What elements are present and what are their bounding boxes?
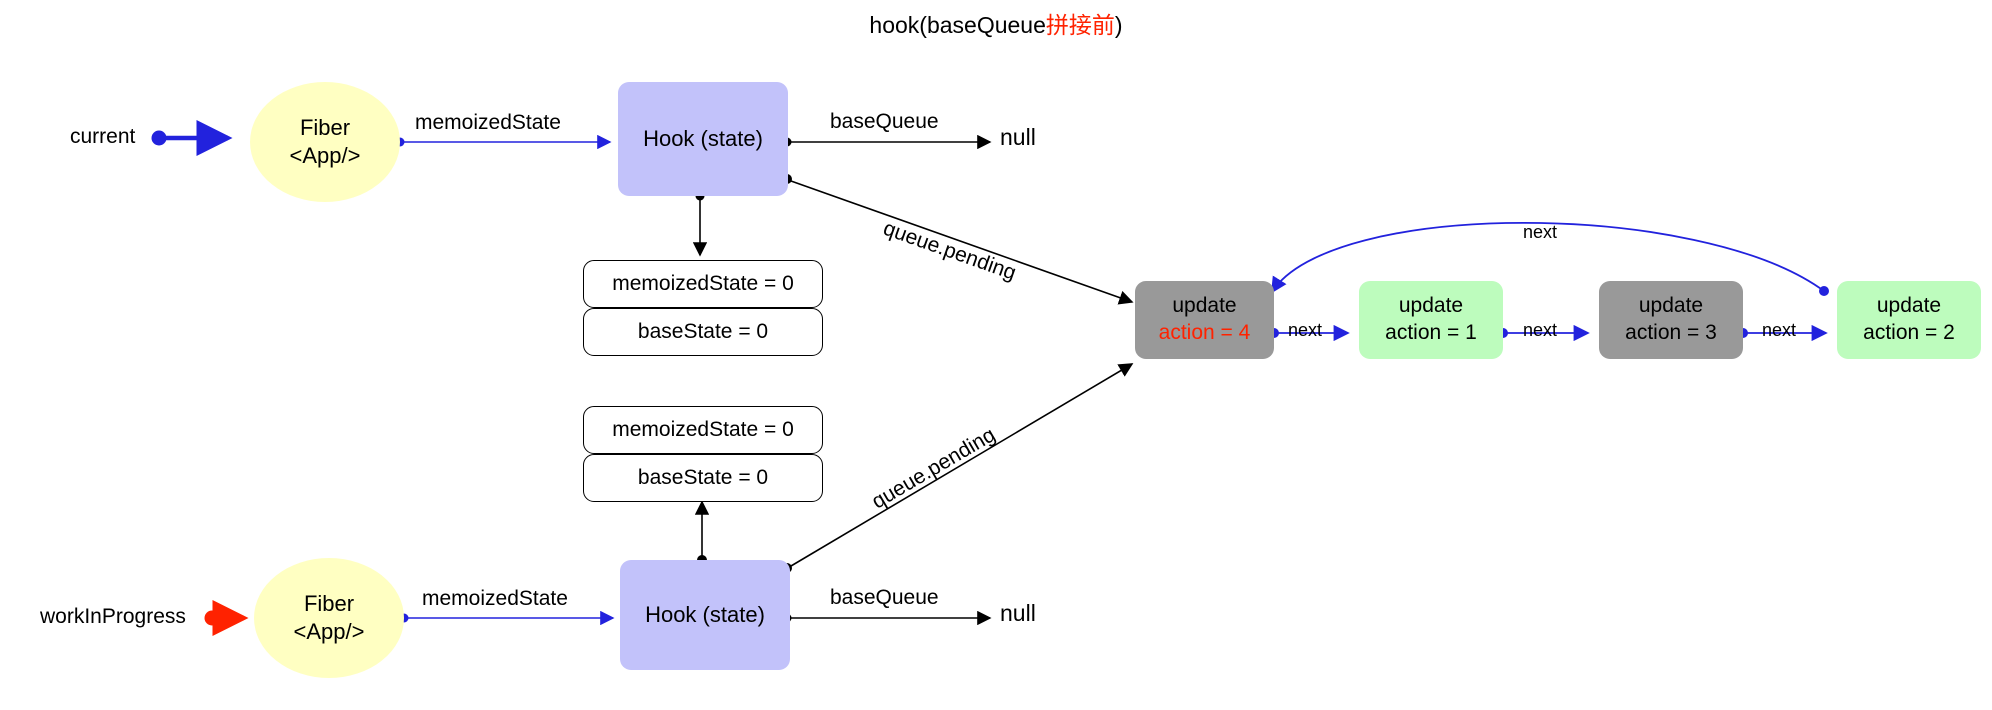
wip-fiber-line1: Fiber (303, 590, 355, 616)
current-fiber-line1: Fiber (299, 114, 351, 140)
update-node-1-title: update (1398, 294, 1464, 318)
page-title-suffix: ) (1114, 12, 1123, 38)
wip-fiber-line2: <App/> (293, 619, 365, 644)
wip-entry-label: workInProgress (40, 605, 186, 628)
current-queuepending-edge (790, 180, 1134, 305)
wip-state-row-memoized: memoizedState = 0 (583, 406, 823, 454)
wip-entry-dot (204, 610, 220, 626)
update-node-3-title: update (1876, 294, 1942, 318)
current-state-row-memoized: memoizedState = 0 (583, 260, 823, 308)
next-edge-label-1: next (1288, 320, 1323, 340)
wip-fiber-node[interactable]: Fiber <App/> (254, 558, 404, 678)
current-entry-dot (151, 130, 167, 146)
update-node-2[interactable]: update action = 3 (1599, 281, 1743, 359)
page-title-prefix: hook(baseQueue (869, 12, 1046, 38)
update-node-3[interactable]: update action = 2 (1837, 281, 1981, 359)
current-entry-label: current (70, 125, 136, 148)
current-basequeue-target: null (1000, 124, 1036, 150)
current-fiber-node[interactable]: Fiber <App/> (250, 82, 400, 202)
current-fiber-line2: <App/> (289, 143, 361, 168)
next-edge-label-2: next (1523, 320, 1558, 340)
update-node-3-action: action = 2 (1863, 321, 1955, 344)
current-state-row-base: baseState = 0 (583, 308, 823, 356)
current-hook-node[interactable]: Hook (state) (618, 82, 788, 196)
next-wrap-label: next (1523, 222, 1558, 242)
update-node-1-action: action = 1 (1385, 321, 1477, 344)
page-title: hook(baseQueue拼接前) (0, 6, 1992, 40)
next-wrap-edge (1271, 221, 1825, 294)
update-node-2-title: update (1638, 294, 1704, 318)
update-node-2-action: action = 3 (1625, 321, 1717, 344)
update-node-1[interactable]: update action = 1 (1359, 281, 1503, 359)
update-node-0[interactable]: update action = 4 (1135, 281, 1274, 359)
page-title-cn: 拼接前 (1045, 12, 1115, 38)
update-node-0-action: action = 4 (1158, 321, 1251, 344)
current-memoized-edge-label: memoizedState (415, 111, 561, 134)
update-node-0-title: update (1172, 294, 1237, 318)
wip-memoized-edge-label: memoizedState (422, 587, 568, 610)
wip-state-row-base: baseState = 0 (583, 454, 823, 502)
current-basequeue-edge-label: baseQueue (830, 110, 939, 133)
current-hook-label: Hook (state) (643, 125, 763, 151)
wip-basequeue-target: null (1000, 600, 1036, 626)
next-edge-label-3: next (1762, 320, 1797, 340)
wip-queuepending-edge (790, 363, 1134, 567)
wip-basequeue-edge-label: baseQueue (830, 586, 939, 609)
wip-hook-node[interactable]: Hook (state) (620, 560, 790, 670)
wip-hook-label: Hook (state) (645, 601, 765, 627)
